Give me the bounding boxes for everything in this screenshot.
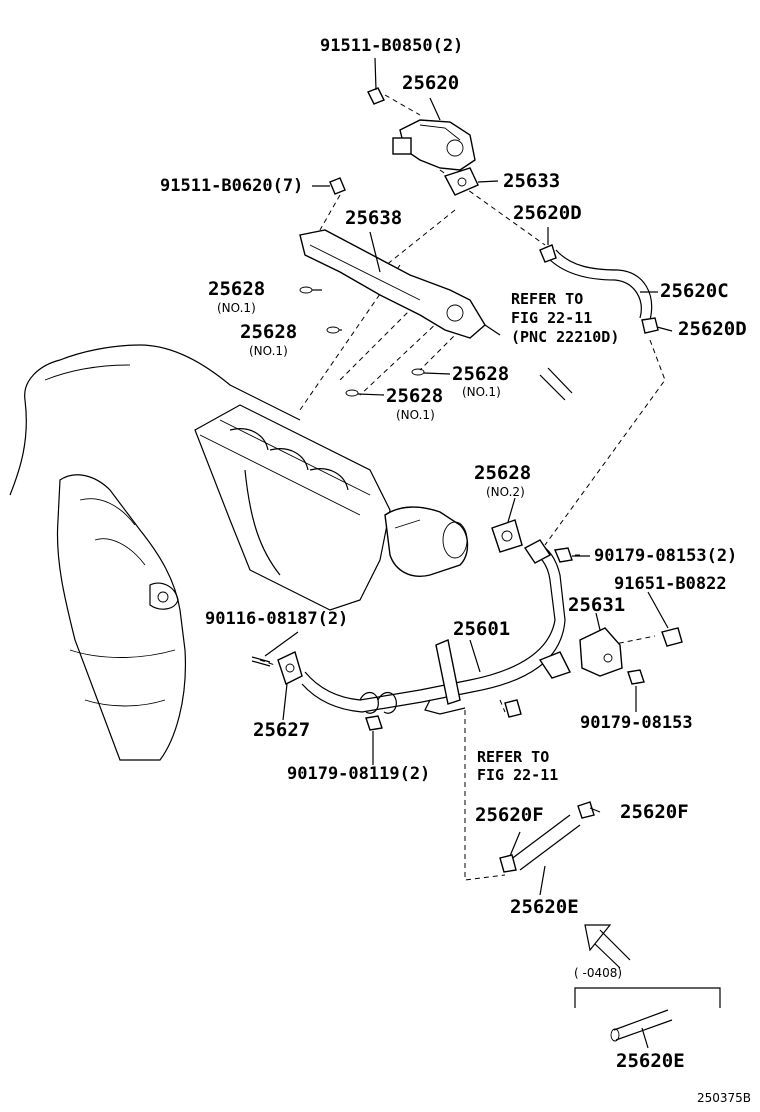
bolt-91511-b0620	[312, 177, 346, 195]
refer-to-2-line1: REFER TO	[477, 748, 550, 766]
engine-block-outline	[9, 344, 469, 761]
label-25620f-left: 25620F	[475, 804, 544, 826]
label-90179-08119: 90179-08119(2)	[287, 764, 431, 784]
arrow-to-inset	[584, 924, 631, 969]
plate-25638	[299, 229, 501, 339]
label-91511-b0850: 91511-B0850(2)	[320, 36, 464, 56]
label-25628-d-note: (NO.1)	[396, 408, 435, 422]
refer-to-1-line1: REFER TO	[511, 290, 584, 308]
bolt-91511-b0850	[367, 57, 385, 105]
label-25620d-right: 25620D	[678, 318, 747, 340]
refer-to-1-line3: (PNC 22210D)	[511, 328, 620, 346]
refer-to-1-line2: FIG 22-11	[511, 309, 593, 327]
nut-90179-08153-2	[554, 547, 573, 563]
label-25638: 25638	[345, 207, 403, 229]
label-25620f-right: 25620F	[620, 801, 689, 823]
hose-refer	[539, 367, 573, 401]
nut-90179-08153	[627, 669, 645, 685]
egr-pipe-25601	[301, 539, 571, 715]
label-25620e-inset: 25620E	[616, 1050, 685, 1072]
label-25628-b-note: (NO.1)	[249, 344, 288, 358]
label-25628-a: 25628	[208, 278, 266, 300]
guide-lines	[259, 94, 666, 881]
label-25628-e: 25628	[474, 462, 532, 484]
bracket-25631	[579, 627, 623, 677]
label-inset-range: ( -0408)	[574, 966, 623, 980]
gasket-25627	[277, 651, 303, 685]
bolt-91651-b0822	[661, 627, 683, 647]
nut-90179-08119	[365, 715, 383, 731]
hose-25620e	[499, 801, 595, 873]
label-25628-c: 25628	[452, 363, 510, 385]
label-25628-c-note: (NO.1)	[462, 385, 501, 399]
label-91651-b0822: 91651-B0822	[614, 574, 727, 594]
label-90179-08153-2: 90179-08153(2)	[594, 546, 738, 566]
label-90116-08187: 90116-08187(2)	[205, 609, 349, 629]
label-25628-e-note: (NO.2)	[486, 485, 525, 499]
bolt-refer-fig	[504, 699, 522, 718]
label-90179-08153: 90179-08153	[580, 713, 693, 733]
label-25628-b: 25628	[240, 321, 298, 343]
label-25633: 25633	[503, 170, 561, 192]
label-25620d-top: 25620D	[513, 202, 582, 224]
label-25628-a-note: (NO.1)	[217, 301, 256, 315]
egr-valve-25620	[392, 119, 479, 196]
label-25627: 25627	[253, 719, 311, 741]
diagram-code: 250375B	[697, 1091, 752, 1105]
label-91511-b0620: 91511-B0620(7)	[160, 176, 304, 196]
hose-25620c	[539, 244, 659, 334]
label-25620e-main: 25620E	[510, 896, 579, 918]
o-rings-25628	[299, 286, 451, 397]
leader-lines	[264, 97, 673, 896]
label-25620c: 25620C	[660, 280, 729, 302]
inset-bracket	[574, 987, 721, 1049]
label-25620: 25620	[402, 72, 460, 94]
gasket-25628-no2	[491, 519, 523, 553]
refer-to-2-line2: FIG 22-11	[477, 766, 559, 784]
label-25601: 25601	[453, 618, 511, 640]
label-25631: 25631	[568, 594, 626, 616]
stud-90116-08187	[251, 656, 271, 667]
label-25628-d: 25628	[386, 385, 444, 407]
